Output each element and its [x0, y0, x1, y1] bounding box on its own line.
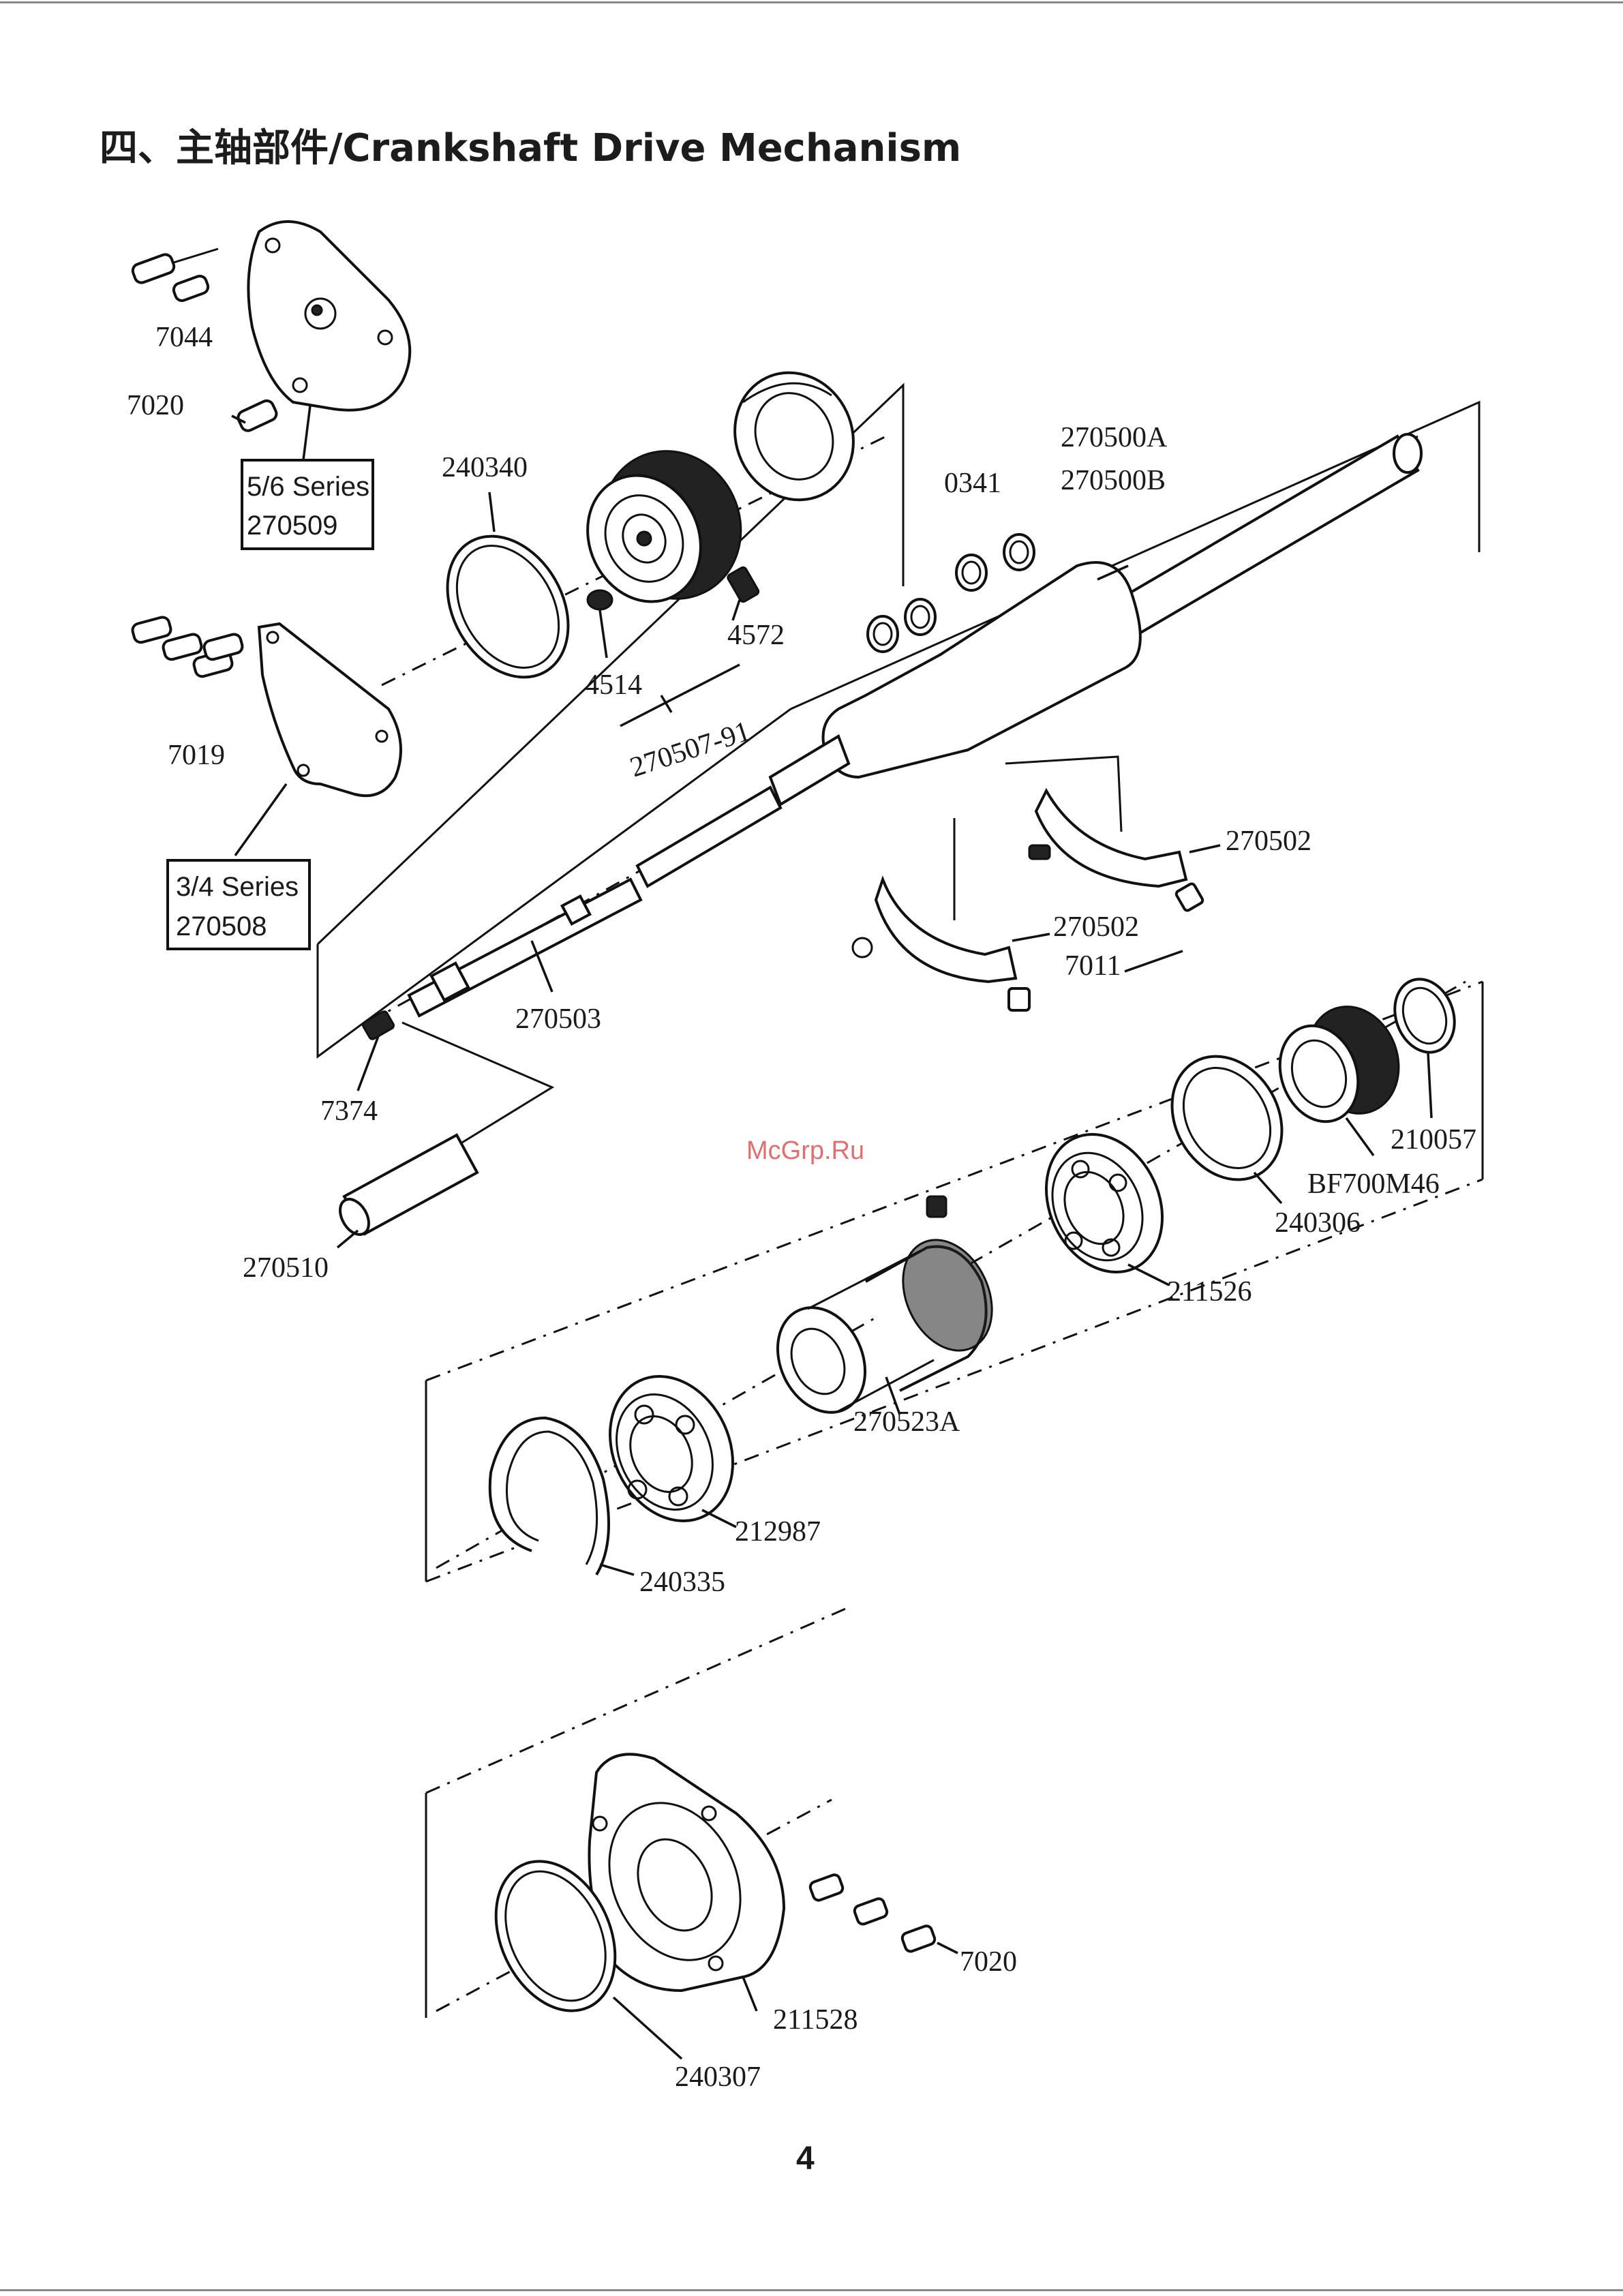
label-7019: 7019 — [168, 740, 225, 771]
label-210057: 210057 — [1391, 1124, 1476, 1155]
label-240306: 240306 — [1275, 1207, 1361, 1239]
watermark: McGrp.Ru — [746, 1136, 864, 1165]
label-240340: 240340 — [442, 452, 528, 483]
ball-bearing-212987 — [587, 1356, 755, 1541]
label-270502-b: 270502 — [1053, 911, 1139, 943]
eccentric-sleeve-270523A — [761, 1196, 1009, 1427]
label-0341: 0341 — [944, 468, 1001, 499]
label-series56-line1: 5/6 Series — [247, 472, 369, 502]
leader-270502-a — [1189, 845, 1220, 852]
label-270503: 270503 — [515, 1003, 601, 1035]
leader-240335 — [600, 1565, 634, 1575]
label-212987: 212987 — [735, 1516, 821, 1547]
label-4514: 4514 — [585, 669, 642, 701]
bearing-cap-270502-a — [1005, 757, 1186, 886]
needle-bar-270503 — [409, 879, 641, 1016]
label-7020-top: 7020 — [127, 390, 184, 421]
cover-plate-56-series — [248, 222, 410, 410]
leader-240307 — [613, 1997, 682, 2059]
label-270523A: 270523A — [853, 1406, 960, 1438]
screw-7020-top — [232, 399, 279, 433]
label-series34-line1: 3/4 Series — [176, 872, 299, 902]
label-series56-line2: 270509 — [247, 511, 337, 541]
label-270500A: 270500A — [1061, 422, 1168, 453]
cover-plate-34-series — [259, 624, 401, 796]
label-240335: 240335 — [639, 1567, 725, 1598]
screws-7011 — [1009, 883, 1204, 1010]
pin-270510 — [334, 1135, 477, 1248]
setscrew-4572 — [727, 566, 759, 620]
label-BF700M46: BF700M46 — [1307, 1168, 1440, 1200]
leader-56-series — [303, 406, 310, 460]
leader-240340 — [489, 492, 494, 532]
label-270502-a: 270502 — [1226, 826, 1311, 857]
label-7020-bottom: 7020 — [960, 1946, 1017, 1978]
balance-wheel — [714, 353, 874, 519]
screws-7019 — [131, 616, 243, 678]
setscrew-4514 — [588, 590, 612, 658]
ball-bearing-211526 — [1025, 1115, 1184, 1291]
pin-guide-lines — [402, 1023, 552, 1152]
ring-210057 — [1385, 971, 1465, 1061]
setscrew-7374 — [358, 1010, 395, 1091]
leader-270502-b — [1012, 934, 1050, 941]
label-270507-91: 270507-91 — [626, 716, 754, 784]
label-7374: 7374 — [320, 1096, 378, 1127]
label-211528: 211528 — [773, 2004, 858, 2036]
bearing-cap-270502-b — [853, 818, 1016, 982]
leader-210057 — [1428, 1053, 1431, 1118]
label-270510: 270510 — [243, 1252, 329, 1284]
page-number: 4 — [796, 2141, 815, 2177]
leader-34-series — [235, 784, 286, 856]
leader-240306 — [1254, 1173, 1281, 1203]
label-211526: 211526 — [1167, 1276, 1252, 1308]
label-7011: 7011 — [1065, 950, 1121, 982]
screw-7044-b — [172, 274, 210, 303]
label-4572: 4572 — [727, 620, 785, 651]
bottom-rule — [0, 2289, 1623, 2291]
label-270500B: 270500B — [1061, 465, 1166, 496]
label-series34-line2: 270508 — [176, 911, 267, 941]
snap-ring-240340 — [423, 515, 593, 699]
label-240307: 240307 — [675, 2061, 761, 2093]
screws-7020-bottom — [809, 1873, 958, 1953]
label-7044: 7044 — [155, 322, 213, 353]
